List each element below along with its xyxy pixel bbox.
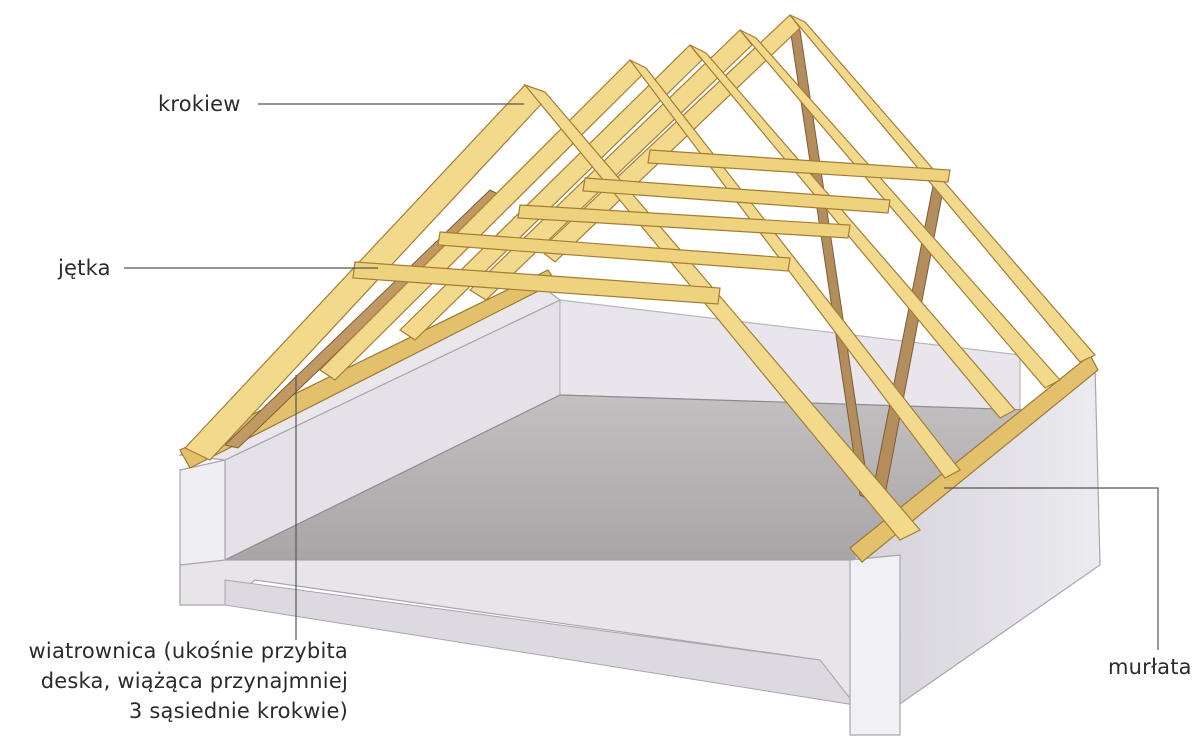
- label-krokiew: krokiew: [158, 92, 241, 116]
- collar-tie-1: [352, 261, 721, 305]
- label-wiatrownica: wiatrownica (ukośnie przybita deska, wią…: [29, 636, 348, 726]
- wall-plate-right: [849, 354, 1099, 563]
- label-wiatrownica-line-2: deska, wiążąca przynajmniej: [40, 669, 348, 693]
- collar-tie-2: [437, 231, 791, 272]
- label-murlata: murłata: [1108, 655, 1192, 679]
- rafter-4-right: [739, 29, 1061, 389]
- rafter-3-right: [689, 44, 1016, 419]
- label-wiatrownica-line-1: wiatrownica (ukośnie przybita: [28, 639, 348, 663]
- label-jetka: jętka: [58, 256, 111, 280]
- rafter-5-right: [789, 14, 1096, 363]
- collar-ties: [352, 149, 951, 305]
- leader-murlata: [944, 487, 1159, 650]
- right-wall-front: [849, 554, 901, 736]
- collar-tie-5: [647, 149, 951, 183]
- collar-tie-3: [517, 204, 851, 239]
- wall-plates: [179, 269, 1099, 563]
- rafters: [184, 14, 1096, 541]
- rafter-5-left: [539, 14, 801, 263]
- label-wiatrownica-line-3: 3 sąsiednie krokwie): [128, 699, 348, 723]
- collar-tie-4: [582, 177, 891, 214]
- rafter-1-right: [523, 83, 921, 541]
- leader-lines: [124, 103, 1159, 650]
